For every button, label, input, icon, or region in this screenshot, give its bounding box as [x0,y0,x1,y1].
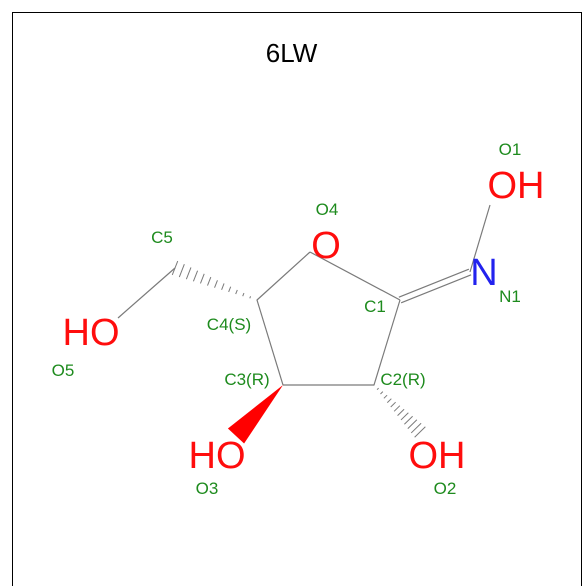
bond-c1-o4 [309,251,401,301]
bond-c1-n1 [398,268,472,304]
atom-symbol-o1: OH [488,165,545,207]
atom-label-c5: C5 [151,228,173,247]
atom-symbol-o2: OH [409,435,466,477]
molecule-title: 6LW [265,38,318,68]
atom-symbol-n1: N [470,252,497,294]
bond-c2-o2 [373,384,426,438]
bond-o4-c4 [256,251,311,301]
bond-c3-o3 [227,385,283,444]
bond-c4-c5 [171,260,258,301]
atom-label-o3: O3 [196,479,219,498]
atom-label-o1: O1 [499,140,522,159]
atom-label-c1: C1 [364,297,386,316]
atom-label-o4: O4 [316,200,339,219]
atom-label-o5: O5 [52,361,75,380]
bond-c4-c3 [256,299,284,386]
atom-symbol-o5: HO [63,312,120,354]
bond-n1-o1 [469,204,491,273]
atom-label-c3: C3(R) [224,370,269,389]
atom-label-n1: N1 [499,287,521,306]
atom-label-c4: C4(S) [207,315,251,334]
atom-label-o2: O2 [434,479,457,498]
bond-c5-o5 [117,267,176,319]
atom-symbol-o3: HO [189,435,246,477]
atom-label-c2: C2(R) [380,370,425,389]
atom-symbol-o4: O [311,225,341,267]
atoms-layer: OHO1NN1OO4C1C2(R)C3(R)C4(S)C5OHO2HOO3HOO… [52,140,545,498]
diagram-frame [12,12,582,586]
bonds-layer [117,204,491,444]
bond-c2-c1 [373,299,401,386]
